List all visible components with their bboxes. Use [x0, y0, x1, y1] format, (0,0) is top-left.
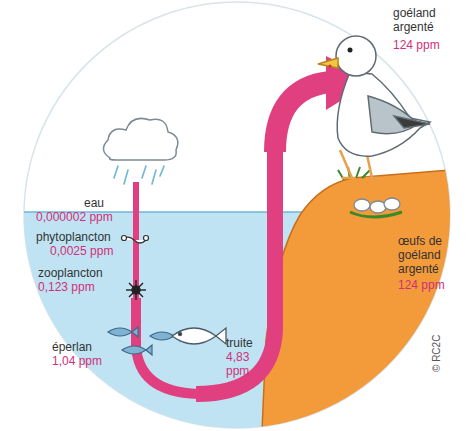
- herring-gull: [318, 36, 430, 178]
- ppm-value: 124 ppm: [393, 38, 440, 52]
- level-name: phytoplancton: [36, 230, 111, 244]
- ppm-value: 0,123 ppm: [38, 280, 95, 294]
- phytoplankton: [122, 236, 149, 244]
- trout-fish: [172, 328, 226, 344]
- cliff: [262, 168, 474, 431]
- level-name: goéland argenté: [393, 6, 463, 34]
- level-name: zooplancton: [38, 266, 103, 280]
- concentration-arrow: [136, 56, 374, 394]
- eggs: [354, 198, 400, 213]
- level-name: eau: [84, 196, 104, 210]
- ppm-value: 1,04 ppm: [52, 354, 102, 368]
- zooplankton: [126, 280, 146, 300]
- cloud: [103, 118, 177, 160]
- ppm-value: 0,0025 ppm: [50, 244, 113, 258]
- copyright: © RC2C: [430, 335, 444, 372]
- level-name: truite: [226, 336, 253, 350]
- ppm-value: 4,83 ppm: [226, 350, 260, 378]
- ppm-value: 124 ppm: [398, 278, 445, 292]
- level-name: éperlan: [52, 340, 92, 354]
- ppm-value: 0,000002 ppm: [36, 210, 113, 224]
- smelt-fish: [108, 327, 180, 355]
- level-name: œufs de goéland argenté: [398, 234, 464, 276]
- rain: [114, 166, 164, 184]
